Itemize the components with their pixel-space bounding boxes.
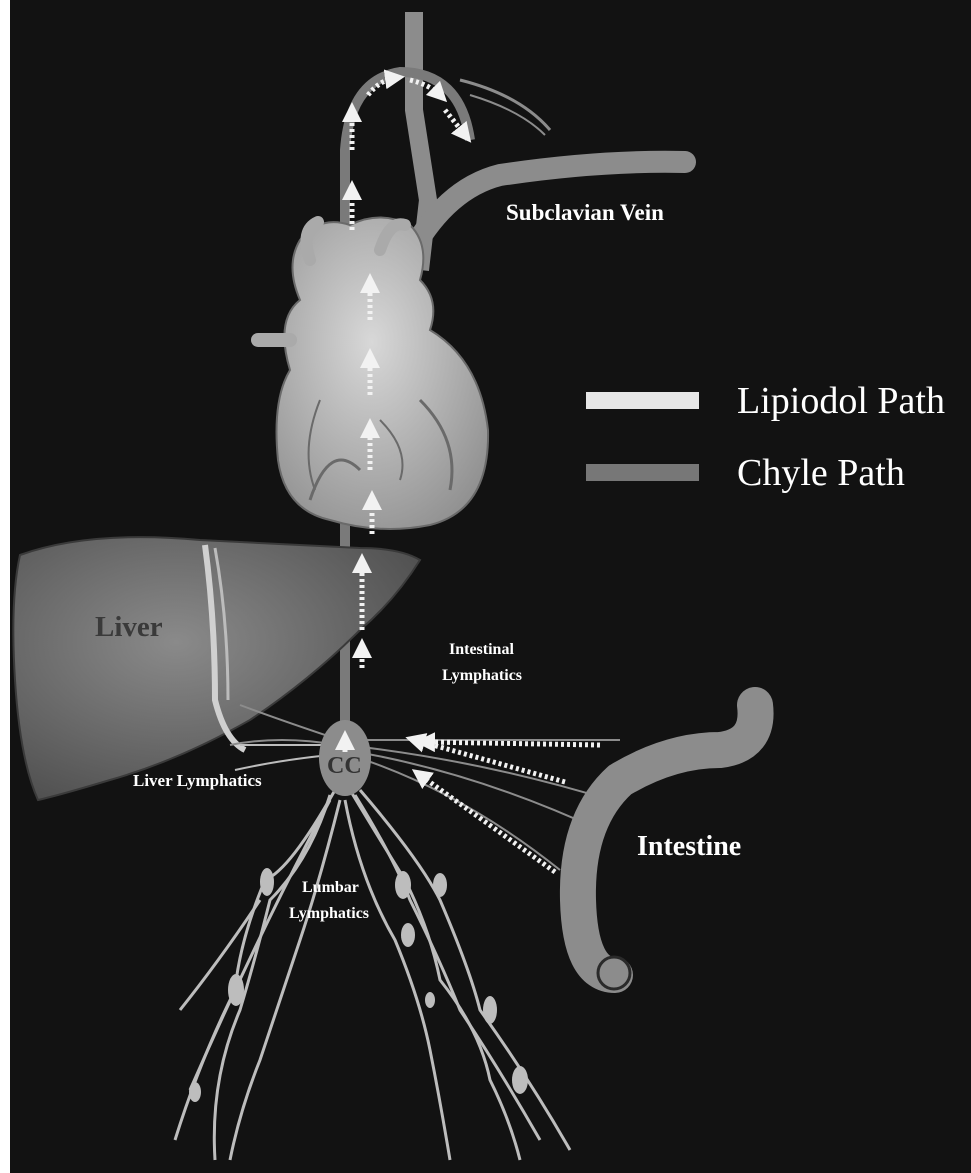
- legend-label-lipiodol: Lipiodol Path: [737, 380, 945, 422]
- label-subclavian-vein: Subclavian Vein: [506, 200, 664, 225]
- label-cisterna-chyli: CC: [327, 753, 362, 779]
- label-liver: Liver: [95, 611, 163, 643]
- legend-label-chyle: Chyle Path: [737, 452, 905, 494]
- legend-swatch-chyle: [586, 464, 699, 481]
- label-lumbar-lymphatics-2: Lymphatics: [289, 905, 369, 922]
- left-margin: [0, 0, 10, 1173]
- label-lumbar-lymphatics-1: Lumbar: [302, 879, 359, 896]
- label-intestine: Intestine: [637, 831, 741, 862]
- label-liver-lymphatics: Liver Lymphatics: [133, 771, 262, 790]
- legend-swatch-lipiodol: [586, 392, 699, 409]
- label-intestinal-lymphatics-1: Intestinal: [449, 641, 514, 658]
- label-intestinal-lymphatics-2: Lymphatics: [442, 667, 522, 684]
